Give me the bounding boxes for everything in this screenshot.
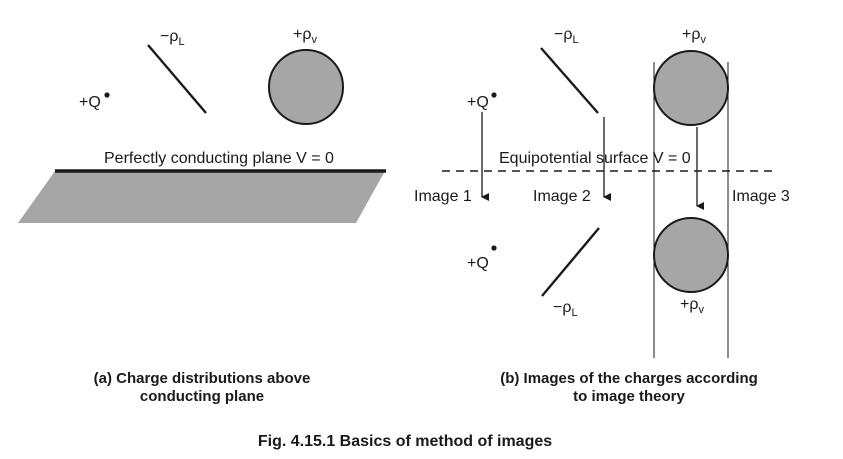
image-volume-charge-sphere <box>653 217 729 293</box>
conducting-plane <box>18 171 385 223</box>
image-line-charge <box>541 227 600 297</box>
line-charge <box>147 44 207 114</box>
volume-charge-sphere-b <box>653 50 729 126</box>
point-charge-dot-b <box>491 92 497 98</box>
line-charge-label: −ρL <box>160 28 185 48</box>
image-volume-charge-label: +ρv <box>680 296 704 316</box>
image-point-charge-label: +Q <box>467 255 489 272</box>
image-line-charge-label: −ρL <box>553 299 578 319</box>
volume-charge-label: +ρv <box>293 26 317 46</box>
point-charge-label: +Q <box>79 94 101 111</box>
caption-a-line2: conducting plane <box>140 388 264 405</box>
image-point-charge-dot <box>491 245 497 251</box>
image2-label: Image 2 <box>533 188 591 205</box>
plane-label: Perfectly conducting plane V = 0 <box>104 150 334 167</box>
surface-label: Equipotential surface V = 0 <box>499 150 691 167</box>
caption-b-line1: (b) Images of the charges according <box>500 370 758 387</box>
point-charge-label-b: +Q <box>467 94 489 111</box>
caption-b-line2: to image theory <box>573 388 685 405</box>
caption-a-line1: (a) Charge distributions above <box>94 370 311 387</box>
panel-b: −ρL +ρv +Q Equipotential surface V = 0 I… <box>414 26 790 405</box>
volume-charge-sphere <box>268 49 344 125</box>
line-charge-label-b: −ρL <box>554 26 579 46</box>
volume-charge-label-b: +ρv <box>682 26 706 46</box>
line-charge-b <box>540 47 599 114</box>
point-charge-dot <box>104 92 110 98</box>
figure-title: Fig. 4.15.1 Basics of method of images <box>258 433 552 450</box>
panel-a: −ρL +ρv +Q Perfectly conducting plane V … <box>18 26 386 405</box>
image3-label: Image 3 <box>732 188 790 205</box>
image1-label: Image 1 <box>414 188 472 205</box>
